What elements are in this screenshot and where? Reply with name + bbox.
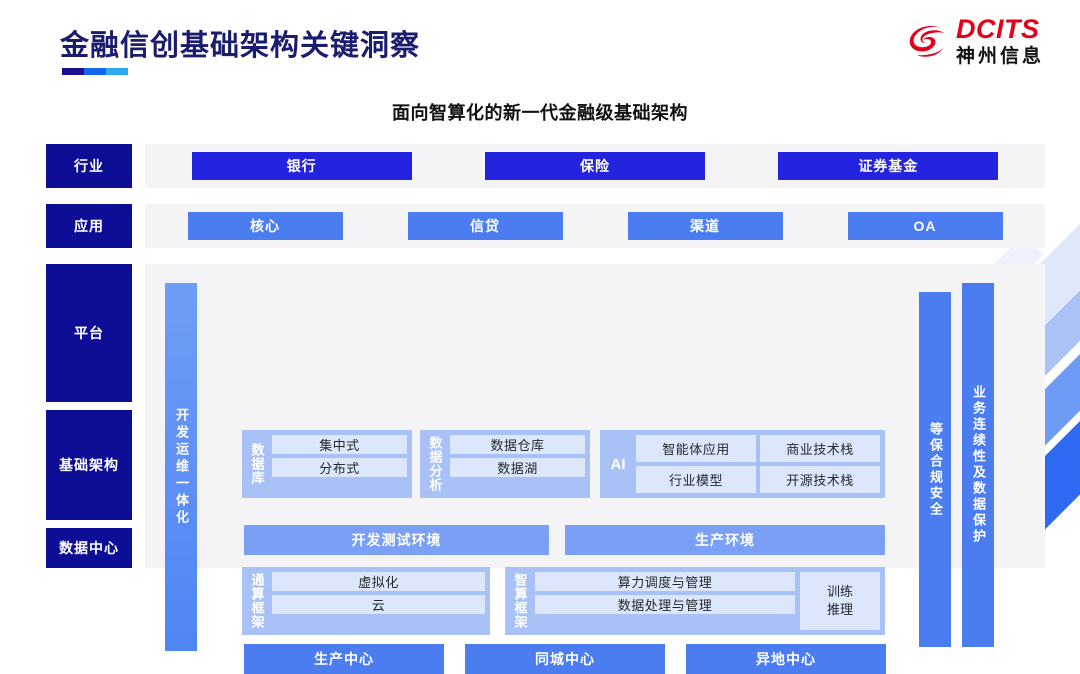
company-logo: DCITS 神州信息 [905, 16, 1044, 66]
group-label-general-compute: 通算框架 [249, 573, 265, 629]
application-chip-credit[interactable]: 信贷 [407, 212, 563, 240]
industry-row-panel: 银行 保险 证券基金 [145, 144, 1045, 188]
env-bar-dev-test[interactable]: 开发测试环境 [244, 525, 549, 555]
architecture-diagram: 行业 应用 平台 基础架构 数据中心 银行 保险 证券基金 核心 信贷 渠道 O… [0, 140, 1080, 674]
layer-label-industry: 行业 [46, 144, 132, 188]
page-title: 金融信创基础架构关键洞察 [60, 30, 421, 62]
devops-vertical-bar[interactable]: 开发运维一体化 [165, 283, 197, 651]
env-bar-production[interactable]: 生产环境 [565, 525, 885, 555]
group-intelligent-compute: 智算框架 算力调度与管理 数据处理与管理 训练 推理 [505, 567, 885, 635]
inference-label: 推理 [826, 602, 853, 617]
logo-text-cn: 神州信息 [955, 46, 1044, 67]
group-general-compute: 通算框架 虚拟化 云 [242, 567, 490, 635]
group-label-intelligent-compute: 智算框架 [512, 573, 528, 629]
data-center-production[interactable]: 生产中心 [244, 644, 444, 674]
cell-cloud[interactable]: 云 [272, 595, 485, 614]
cell-agent-application[interactable]: 智能体应用 [636, 435, 756, 462]
cell-opensource-stack[interactable]: 开源技术栈 [760, 466, 880, 493]
industry-chip-securities[interactable]: 证券基金 [778, 152, 999, 180]
cell-virtualization[interactable]: 虚拟化 [272, 572, 485, 591]
cell-data-lake[interactable]: 数据湖 [450, 458, 585, 477]
data-center-remote[interactable]: 异地中心 [686, 644, 886, 674]
application-chip-core[interactable]: 核心 [187, 212, 343, 240]
cell-commercial-stack[interactable]: 商业技术栈 [760, 435, 880, 462]
business-continuity-bar[interactable]: 业务连续性及数据保护 [962, 283, 994, 647]
group-label-database: 数据库 [249, 443, 265, 485]
security-compliance-bar[interactable]: 等保合规安全 [919, 292, 951, 647]
application-chip-oa[interactable]: OA [847, 212, 1003, 240]
layer-label-application: 应用 [46, 204, 132, 248]
industry-chip-insurance[interactable]: 保险 [484, 152, 705, 180]
diagram-subtitle: 面向智算化的新一代金融级基础架构 [392, 103, 688, 123]
platform-infrastructure-panel [145, 264, 1045, 568]
group-database: 数据库 集中式 分布式 [242, 430, 412, 498]
underline-segment-mid [84, 68, 106, 75]
cell-training-inference[interactable]: 训练 推理 [800, 572, 880, 630]
layer-label-data-center: 数据中心 [46, 528, 132, 568]
underline-segment-light [106, 68, 128, 75]
cell-data-processing[interactable]: 数据处理与管理 [535, 595, 795, 614]
underline-segment-dark [62, 68, 84, 75]
cell-centralized[interactable]: 集中式 [272, 435, 407, 454]
group-data-analysis: 数据分析 数据仓库 数据湖 [420, 430, 590, 498]
swirl-logo-icon [905, 19, 949, 63]
group-label-data-analysis: 数据分析 [427, 436, 443, 492]
cell-compute-scheduling[interactable]: 算力调度与管理 [535, 572, 795, 591]
application-row-panel: 核心 信贷 渠道 OA [145, 204, 1045, 248]
group-label-ai: AI [610, 455, 626, 473]
group-ai: AI 智能体应用 商业技术栈 行业模型 开源技术栈 [600, 430, 885, 498]
cell-distributed[interactable]: 分布式 [272, 458, 407, 477]
application-chip-channel[interactable]: 渠道 [627, 212, 783, 240]
layer-label-infrastructure: 基础架构 [46, 410, 132, 520]
layer-label-platform: 平台 [46, 264, 132, 402]
industry-chip-bank[interactable]: 银行 [191, 152, 412, 180]
cell-industry-model[interactable]: 行业模型 [636, 466, 756, 493]
page-header: 金融信创基础架构关键洞察 DCITS 神州信息 [0, 0, 1080, 92]
training-label: 训练 [826, 584, 853, 599]
title-underline [62, 68, 128, 75]
data-center-same-city[interactable]: 同城中心 [465, 644, 665, 674]
logo-text-en: DCITS [955, 14, 1040, 44]
cell-data-warehouse[interactable]: 数据仓库 [450, 435, 585, 454]
